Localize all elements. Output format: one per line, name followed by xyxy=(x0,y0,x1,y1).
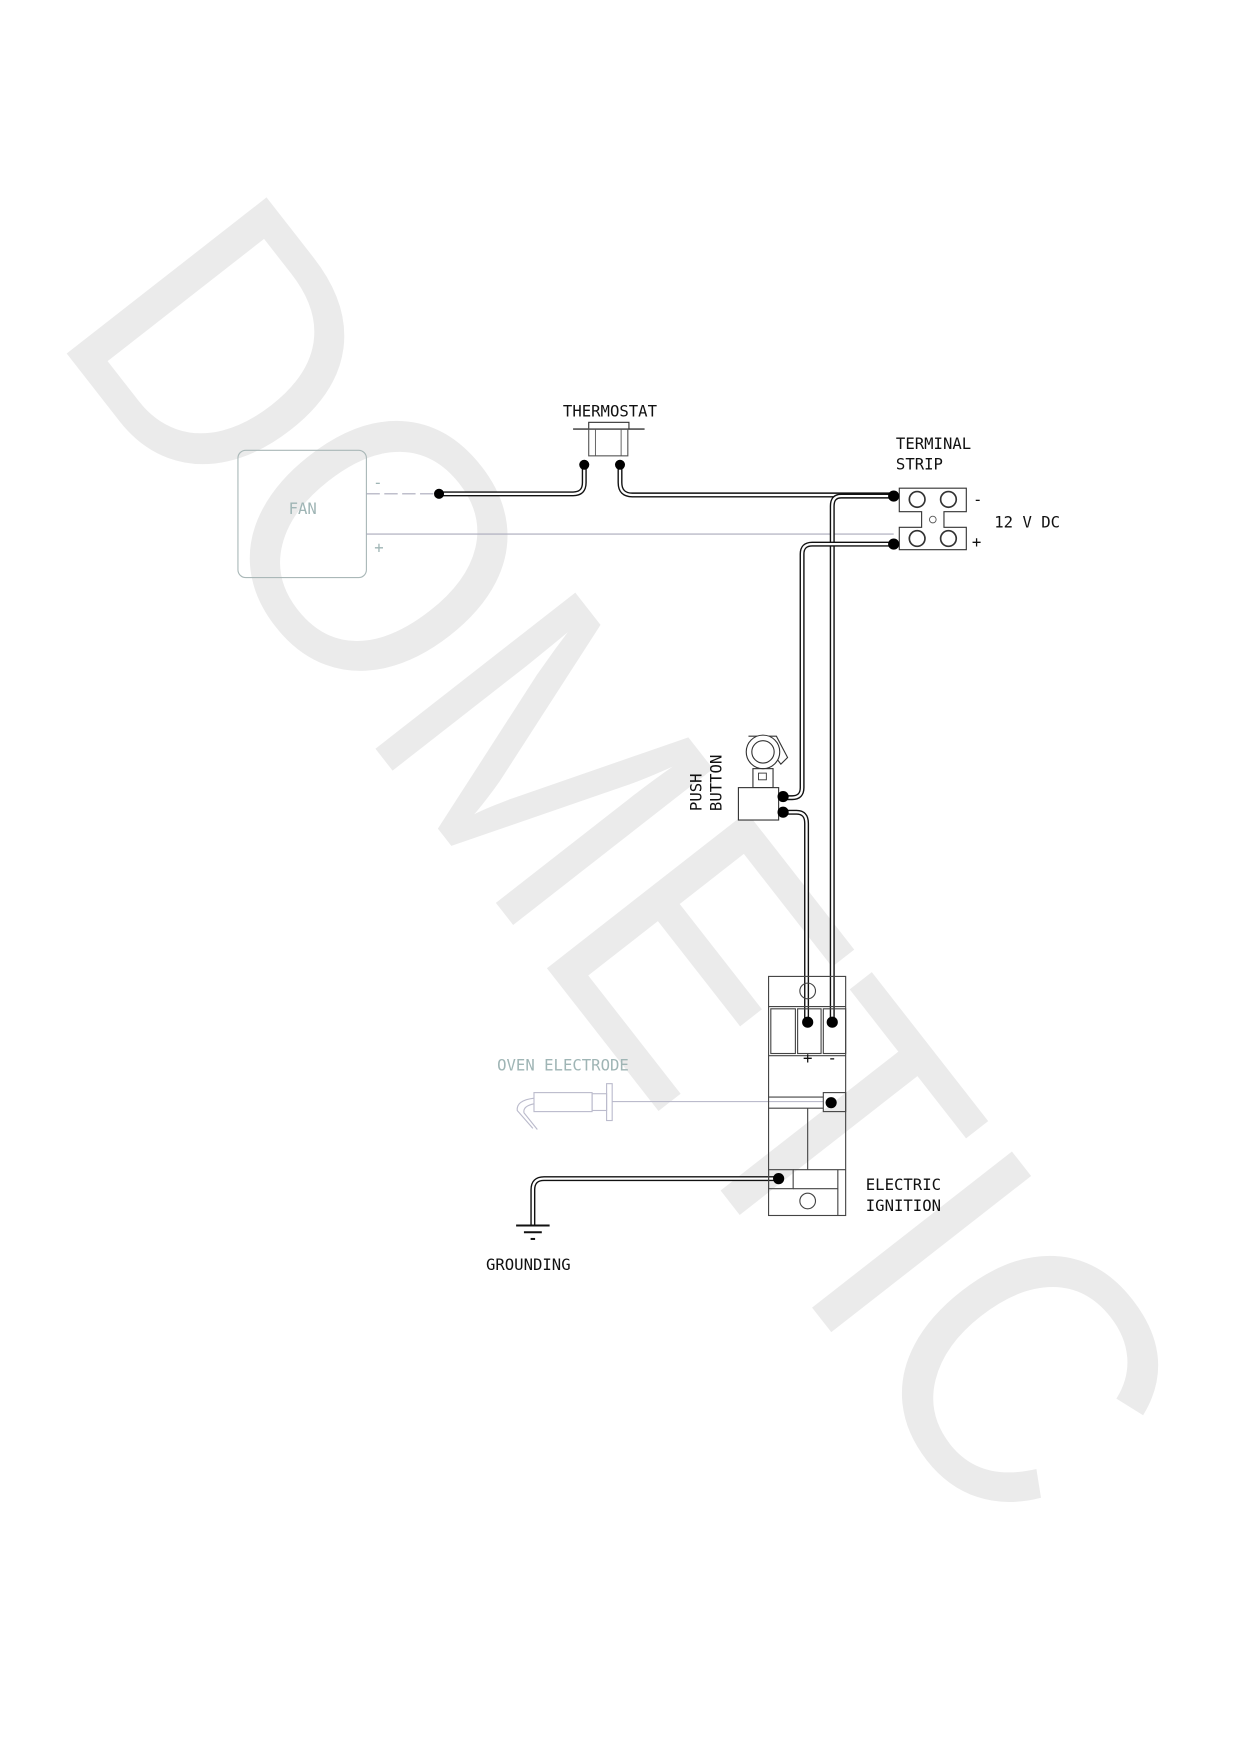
terminal-strip-label-2: STRIP xyxy=(896,454,943,473)
thermostat-label: THERMOSTAT xyxy=(563,402,658,421)
terminal-strip-label-1: TERMINAL xyxy=(896,434,971,453)
ignition-plus-label: + xyxy=(803,1049,812,1068)
push-button: PUSH BUTTON xyxy=(687,734,789,821)
ignition-minus-label: - xyxy=(828,1049,837,1068)
oven-electrode-label: OVEN ELECTRODE xyxy=(497,1055,629,1074)
push-button-label-2: BUTTON xyxy=(707,755,726,811)
terminal-strip: TERMINAL STRIP - + 12 V DC xyxy=(896,434,1060,551)
fan-minus-label: - xyxy=(373,473,382,492)
ignition-label-1: ELECTRIC xyxy=(866,1175,941,1194)
oven-electrode: OVEN ELECTRODE xyxy=(497,1055,824,1130)
electric-ignition: + - ELECTRIC IGNITION xyxy=(768,975,941,1217)
ground-symbol: GROUNDING xyxy=(486,1224,571,1274)
fan-plus-label: + xyxy=(374,538,383,557)
terminal-plus-label: + xyxy=(972,532,981,551)
connection-dots xyxy=(434,459,900,1185)
voltage-label: 12 V DC xyxy=(994,512,1060,531)
wires xyxy=(439,464,894,1226)
watermark: DOMETIC xyxy=(0,127,1240,1595)
thermostat: THERMOSTAT xyxy=(563,402,658,457)
fan-label: FAN xyxy=(289,499,317,518)
push-button-label-1: PUSH xyxy=(687,773,706,811)
grounding-label: GROUNDING xyxy=(486,1255,571,1274)
fan: FAN - + xyxy=(237,449,384,579)
ignition-label-2: IGNITION xyxy=(866,1196,941,1215)
terminal-minus-label: - xyxy=(973,490,982,509)
